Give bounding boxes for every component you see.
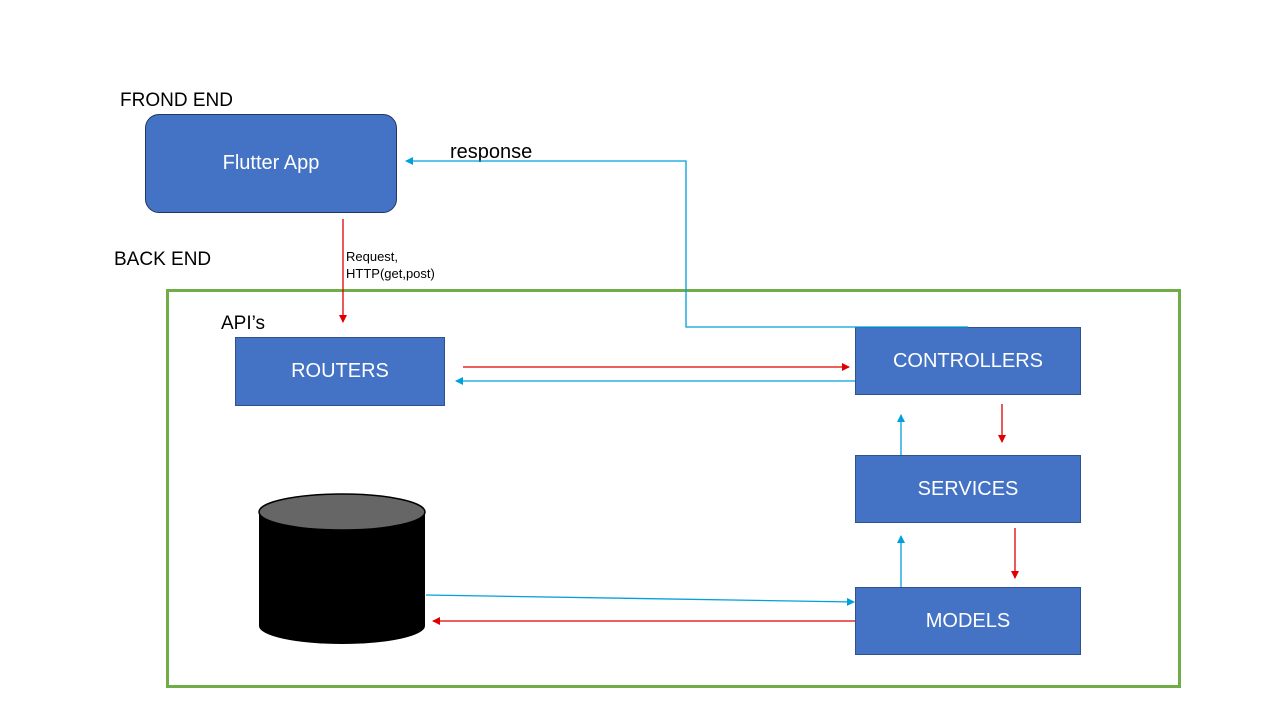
response-arrow-controllers-to-app (405, 157, 968, 328)
flutter-app-node[interactable]: Flutter App (145, 114, 397, 213)
routers-node[interactable]: ROUTERS (235, 337, 445, 406)
database-icon (258, 493, 426, 644)
controllers-node[interactable]: CONTROLLERS (855, 327, 1081, 395)
services-node[interactable]: SERVICES (855, 455, 1081, 523)
request-label-line-2: HTTP(get,post) (346, 266, 435, 281)
front-end-label: FROND END (120, 90, 233, 111)
apis-label: API’s (221, 313, 266, 334)
arrow-database-to-models (425, 594, 855, 606)
response-label: response (450, 141, 533, 163)
models-node[interactable]: MODELS (855, 587, 1081, 655)
backend-container (166, 289, 1181, 688)
back-end-label: BACK END (114, 249, 212, 270)
request-label: Request, HTTP(get,post) (346, 248, 435, 282)
request-label-line-1: Request, (346, 249, 399, 264)
